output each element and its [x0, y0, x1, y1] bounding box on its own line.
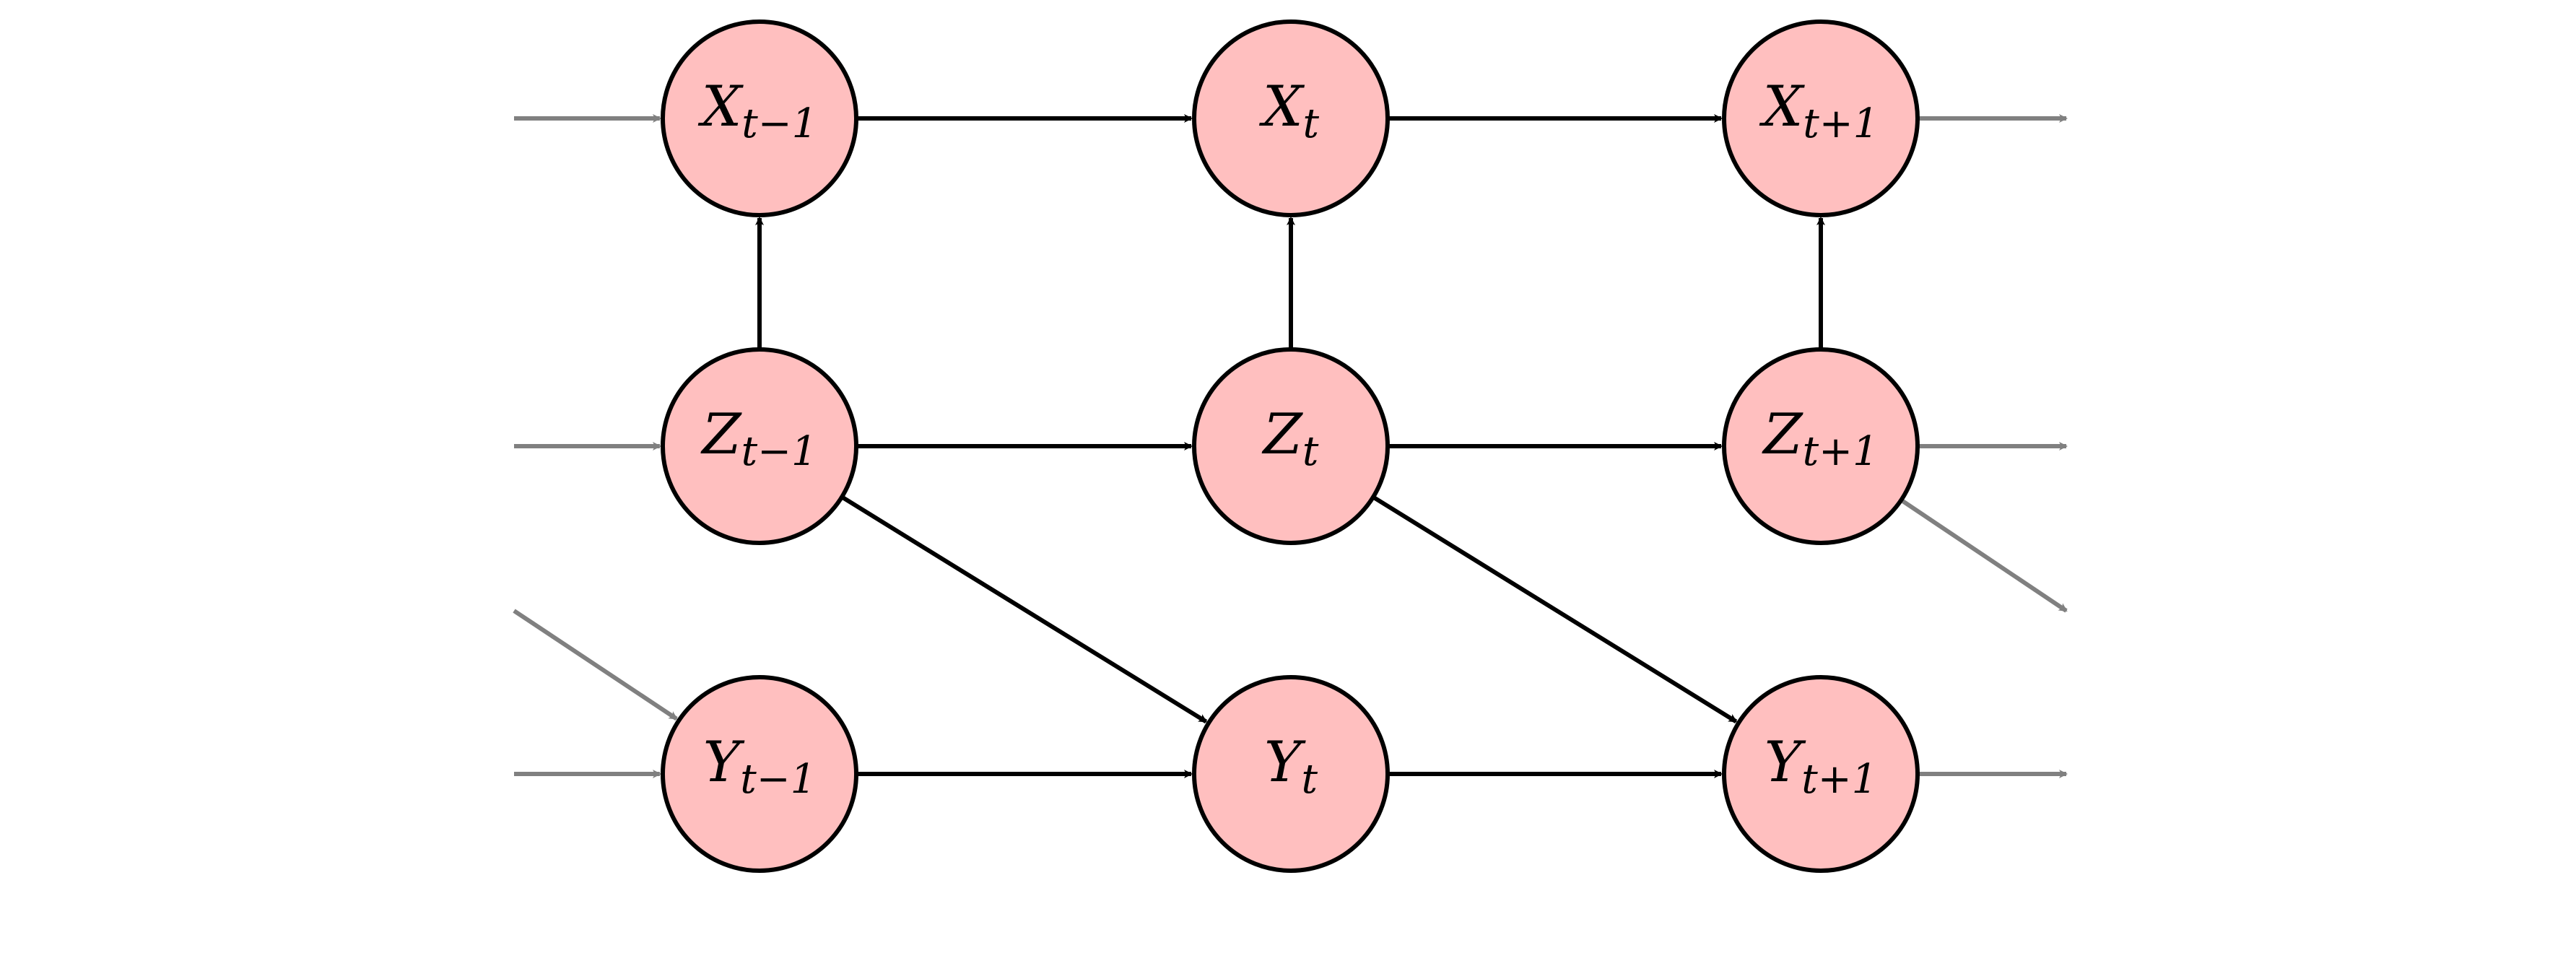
node-subscript: t+1: [1803, 100, 1879, 147]
node-Z_tp1: Zt+1: [1722, 347, 1920, 545]
node-label: Xt: [1258, 74, 1320, 147]
node-var: X: [697, 74, 744, 139]
node-label: Zt−1: [700, 402, 817, 475]
node-circle: [1192, 19, 1390, 217]
node-Y_tp1: Yt+1: [1722, 675, 1920, 873]
node-subscript: t: [1303, 100, 1320, 147]
node-circle: [1192, 347, 1390, 545]
edge-Z_t-to-Y_tp1: [1372, 495, 1738, 723]
node-var: Y: [703, 730, 745, 795]
edge-Z_tm1-to-Y_t: [840, 495, 1208, 724]
node-circle: [661, 19, 858, 217]
node-label: Yt: [1264, 730, 1318, 803]
node-X_tm1: Xt−1: [661, 19, 858, 217]
context-edges-layer: [513, 114, 2068, 778]
node-subscript: t: [1301, 756, 1318, 803]
node-Z_t: Zt: [1192, 347, 1390, 545]
node-var: X: [1258, 74, 1305, 139]
nodes-layer: Xt−1 Xt Xt+1 Zt−1 Zt: [661, 19, 1920, 873]
node-subscript: t−1: [741, 428, 817, 475]
node-var: X: [1759, 74, 1806, 139]
node-circle: [1722, 347, 1920, 545]
node-circle: [661, 347, 858, 545]
node-label: Xt+1: [1759, 74, 1879, 147]
node-subscript: t+1: [1801, 756, 1877, 803]
node-subscript: t−1: [740, 756, 816, 803]
node-Z_tm1: Zt−1: [661, 347, 858, 545]
context-edge-Y_tm1-incoming-diagonal-from-upper-left: [513, 609, 678, 721]
node-var: Y: [1765, 730, 1806, 795]
node-var: Z: [1761, 402, 1803, 467]
node-Y_t: Yt: [1192, 675, 1390, 873]
node-label: Yt+1: [1765, 730, 1878, 803]
node-subscript: t+1: [1803, 428, 1879, 475]
node-X_tp1: Xt+1: [1722, 19, 1920, 217]
node-label: Xt−1: [697, 74, 818, 147]
node-label: Zt: [1261, 402, 1319, 475]
node-circle: [661, 675, 858, 873]
node-X_t: Xt: [1192, 19, 1390, 217]
node-label: Zt+1: [1761, 402, 1878, 475]
node-subscript: t: [1302, 428, 1319, 475]
node-circle: [1192, 675, 1390, 873]
edges-layer: [755, 114, 1825, 778]
node-var: Z: [1261, 402, 1304, 467]
node-circle: [1722, 19, 1920, 217]
node-circle: [1722, 675, 1920, 873]
node-label: Yt−1: [703, 730, 817, 803]
node-subscript: t−1: [741, 100, 817, 147]
node-var: Y: [1264, 730, 1306, 795]
node-var: Z: [700, 402, 742, 467]
node-Y_tm1: Yt−1: [661, 675, 858, 873]
context-edge-Z_tp1-outgoing-diagonal-to-lower-right: [1900, 498, 2068, 613]
